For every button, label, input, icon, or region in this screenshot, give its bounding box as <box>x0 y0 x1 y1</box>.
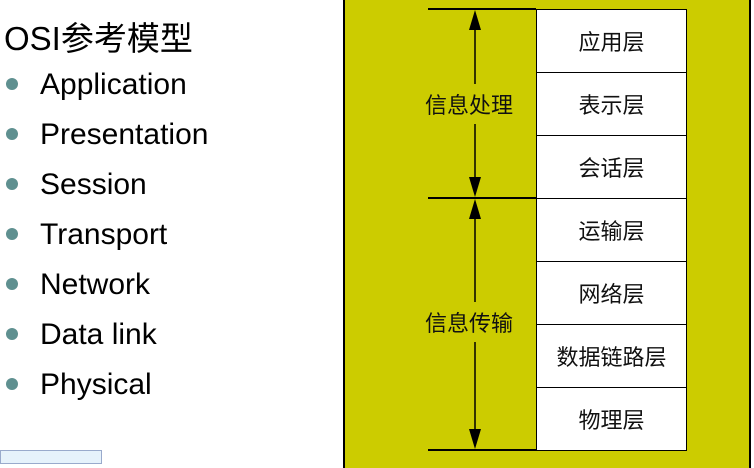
osi-layer-box: 会话层 <box>536 135 687 199</box>
divider-line <box>428 197 536 199</box>
arrow-up-icon <box>469 199 481 219</box>
arrow-up-icon <box>469 10 481 30</box>
osi-layer-box: 应用层 <box>536 9 687 73</box>
bullet-icon <box>6 228 18 241</box>
bullet-item: Physical <box>6 365 152 405</box>
bullet-icon <box>6 378 18 391</box>
bullet-text: Transport <box>40 218 168 251</box>
osi-layer-box: 物理层 <box>536 387 687 451</box>
bullet-text: Physical <box>40 368 152 401</box>
divider-line <box>428 8 536 10</box>
osi-layer-box: 运输层 <box>536 198 687 262</box>
arrow-down-icon <box>469 429 481 449</box>
bullet-text: Presentation <box>40 118 209 151</box>
slide-title: OSI参考模型 <box>4 20 193 57</box>
bullet-text: Session <box>40 168 147 201</box>
divider-line <box>428 449 536 451</box>
bullet-text: Data link <box>40 318 157 351</box>
taskbar-fragment[interactable] <box>0 450 102 464</box>
bullet-icon <box>6 328 18 341</box>
bullet-item: Network <box>6 265 150 305</box>
bullet-item: Application <box>6 65 187 105</box>
bullet-item: Presentation <box>6 115 208 155</box>
bullet-item: Session <box>6 165 147 205</box>
bullet-icon <box>6 78 18 91</box>
osi-layer-box: 数据链路层 <box>536 324 687 388</box>
osi-layer-box: 网络层 <box>536 261 687 325</box>
group-label-upper: 信息处理 <box>425 84 514 124</box>
bullet-icon <box>6 178 18 191</box>
bullet-text: Application <box>40 68 187 101</box>
bullet-icon <box>6 278 18 291</box>
bullet-text: Network <box>40 268 151 301</box>
arrow-down-icon <box>469 177 481 197</box>
bullet-icon <box>6 128 18 141</box>
osi-layer-box: 表示层 <box>536 72 687 136</box>
bullet-item: Data link <box>6 315 157 355</box>
group-label-lower: 信息传输 <box>425 302 514 342</box>
bullet-item: Transport <box>6 215 167 255</box>
